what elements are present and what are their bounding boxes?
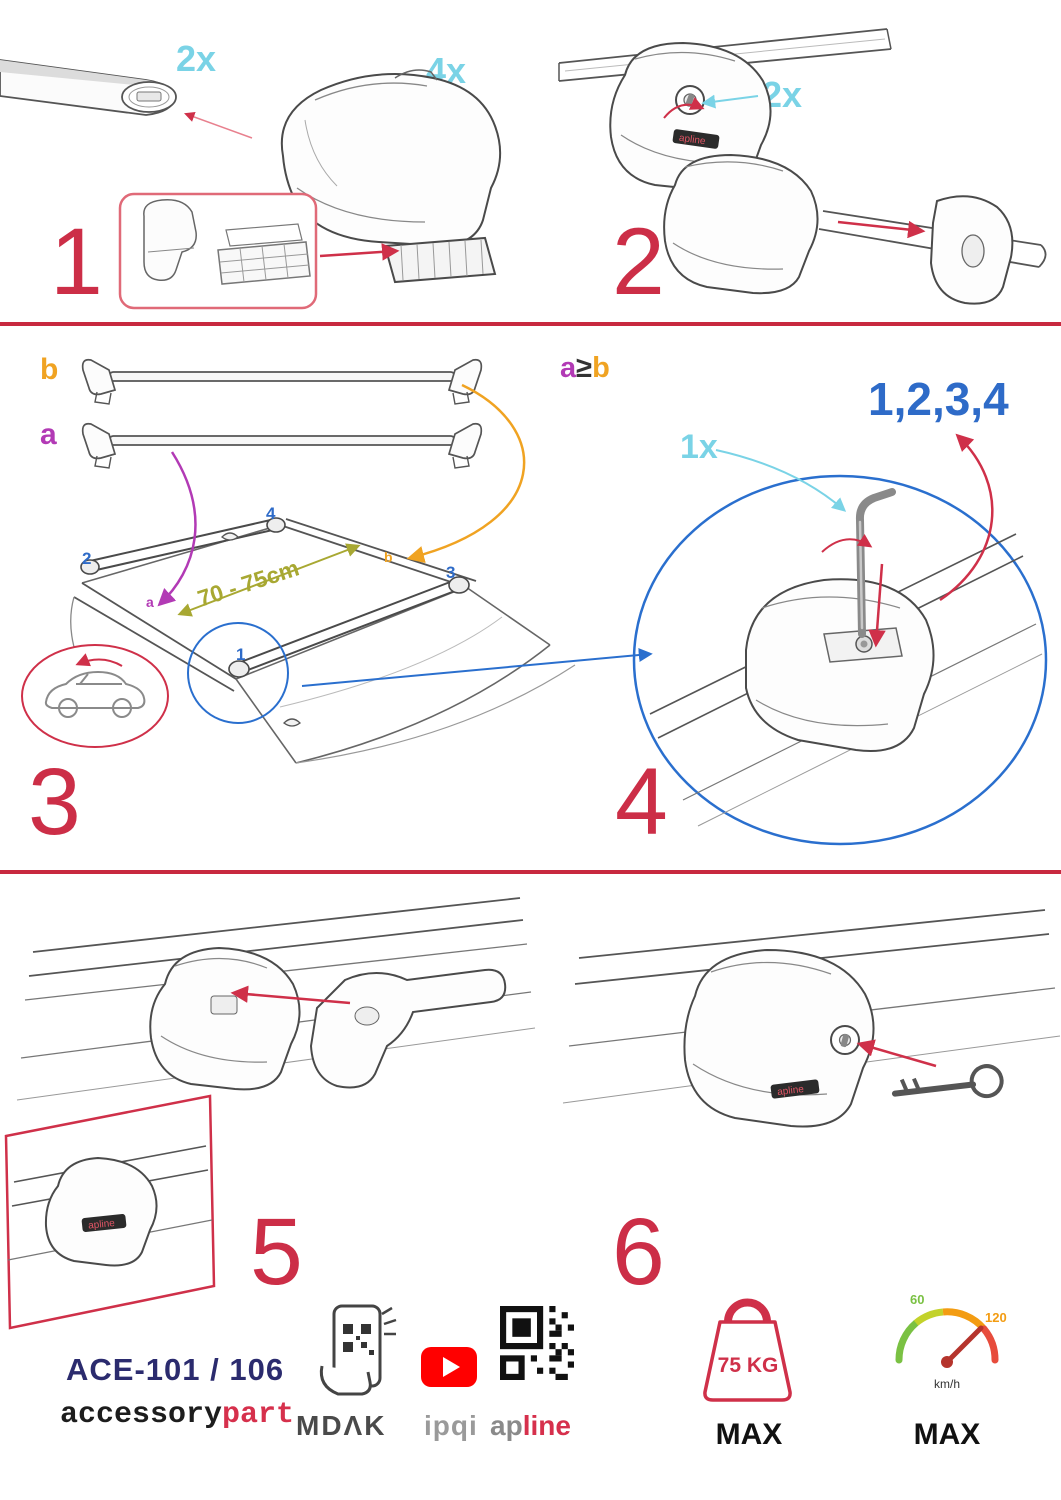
rail-slide-illustration: [16, 897, 536, 1101]
condition-b: b: [592, 352, 610, 384]
step3-point-a: a: [146, 594, 154, 610]
accessorypart-wordmark: accessorypart: [60, 1398, 294, 1432]
step3-pos3: 3: [446, 563, 456, 582]
crossbars-pair-illustration: [81, 358, 483, 469]
apline-logo-footer: apline: [490, 1410, 571, 1442]
gauge-min-label: 60: [910, 1292, 924, 1307]
car-direction-inset: [21, 644, 169, 748]
speed-limit-icon: 60 120 km/h: [895, 1292, 1007, 1391]
rear-crossbar: [80, 517, 286, 575]
condition-a: a: [560, 352, 577, 384]
step3-pos1: 1: [236, 645, 246, 664]
step6-number: 6: [612, 1199, 667, 1305]
clamp-foot-illustration: [280, 69, 502, 284]
mounted-clamp-inset: apline: [4, 1094, 216, 1330]
car-forward-arrow: [75, 653, 123, 667]
tightening-zoom-illustration: [632, 474, 1048, 846]
rubber-pad-slot: [383, 236, 497, 284]
gauge-unit-label: km/h: [934, 1377, 960, 1391]
gauge-needle: [944, 1325, 984, 1365]
step4-sequence: 1,2,3,4: [868, 373, 1009, 425]
front-crossbar: [228, 576, 470, 678]
lock-foot-illustration: apline: [558, 28, 1047, 305]
mdak-logo: MDΛK: [296, 1410, 387, 1441]
youtube-icon: [421, 1347, 477, 1387]
step3-bar-b-label: b: [40, 353, 59, 386]
apline-logo-step6: apline: [777, 1084, 805, 1098]
key-lock-illustration: apline: [562, 909, 1061, 1128]
section-divider-1: [0, 322, 1061, 326]
crossbar-end-illustration: [0, 59, 177, 116]
lock-cylinder-icon: [675, 85, 705, 115]
step1-number: 1: [50, 209, 105, 315]
keyhole-icon: [830, 1025, 860, 1055]
qr-code-icon: [500, 1306, 574, 1380]
step3-number: 3: [28, 749, 83, 855]
step3-pos4: 4: [266, 504, 276, 523]
apline-logo-step5: apline: [88, 1218, 116, 1232]
product-model: ACE-101 / 106: [66, 1352, 285, 1387]
speed-max-label: MAX: [913, 1418, 981, 1451]
ipqi-logo: ipqi: [424, 1410, 478, 1441]
key-icon: [891, 1064, 1004, 1099]
step4-tool-qty: 1x: [680, 428, 718, 466]
step1-bar-qty: 2x: [176, 38, 217, 79]
weight-max-label: MAX: [715, 1418, 783, 1451]
pad-detail-inset: [118, 192, 318, 310]
apline-logo-step2: apline: [678, 133, 706, 148]
wordmark-part: part: [222, 1398, 295, 1432]
apline-ap: ap: [490, 1410, 523, 1441]
condition-operator: ≥: [576, 352, 593, 384]
apline-line: line: [522, 1410, 571, 1441]
gauge-top-label: 120: [985, 1310, 1007, 1325]
step4-number: 4: [615, 749, 670, 855]
sliding-foot-piece: [309, 968, 507, 1089]
step4-condition: a≥b: [560, 352, 610, 385]
step3-point-b: b: [384, 549, 393, 565]
phone-scan-icon: [319, 1304, 397, 1396]
step3-bar-a-label: a: [40, 418, 57, 451]
position1-highlight-circle: [187, 622, 289, 724]
step2-number: 2: [612, 209, 667, 315]
wordmark-accessory: accessory: [60, 1398, 223, 1432]
step5-number: 5: [250, 1199, 305, 1305]
weight-limit-icon: 75 KG: [703, 1298, 792, 1402]
section-divider-2: [0, 870, 1061, 874]
step3-pos2: 2: [82, 549, 92, 568]
weight-value: 75 KG: [718, 1354, 779, 1377]
